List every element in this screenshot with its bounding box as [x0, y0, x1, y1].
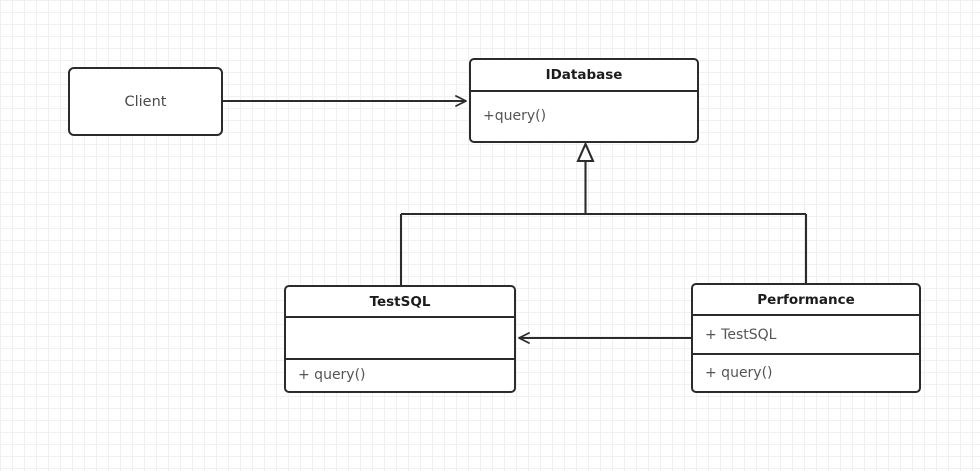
class-node-performance-title: Performance	[757, 291, 855, 308]
class-node-performance[interactable]: Performance + TestSQL + query()	[691, 283, 921, 393]
class-node-idatabase-operations: +query()	[471, 90, 697, 141]
class-node-testsql-operations: + query()	[286, 358, 514, 391]
class-node-testsql-title: TestSQL	[369, 293, 431, 310]
class-node-idatabase[interactable]: IDatabase +query()	[469, 58, 699, 143]
class-node-testsql[interactable]: TestSQL + query()	[284, 285, 516, 393]
class-node-performance-operations: + query()	[693, 353, 919, 391]
class-node-client-title: Client	[124, 93, 167, 110]
class-node-testsql-attributes	[286, 316, 514, 358]
inheritance-triangle	[576, 141, 595, 163]
class-node-performance-attributes: + TestSQL	[693, 314, 919, 353]
edge-generalization-tree	[399, 141, 808, 285]
class-node-client[interactable]: Client	[68, 67, 223, 136]
class-node-idatabase-title: IDatabase	[545, 67, 623, 83]
